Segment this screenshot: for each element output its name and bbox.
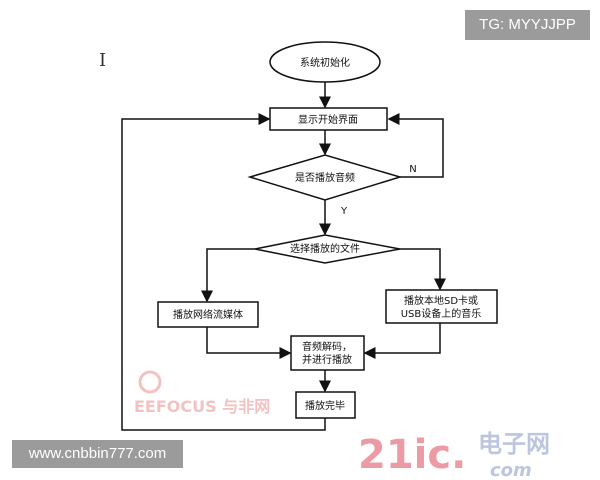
play-local-label-2: USB设备上的音乐: [401, 307, 482, 320]
start-label: 系统初始化: [300, 56, 350, 69]
play-network-node: [157, 301, 259, 328]
decode-label-2: 并进行播放: [302, 353, 352, 366]
decision-select-file-label: 选择播放的文件: [290, 242, 360, 255]
yes-label: Y: [340, 206, 348, 217]
arrow-local-to-decode: [363, 323, 441, 359]
arrow-to-network: [201, 248, 255, 303]
decision-play-audio-label: 是否播放音频: [295, 171, 355, 184]
play-local-label-1: 播放本地SD卡或: [404, 294, 478, 307]
decode-label-1: 音频解码，: [302, 340, 352, 353]
eefocus-watermark-text: EEFOCUS 与非网: [134, 397, 270, 416]
eefocus-logo-icon: [138, 370, 162, 394]
21ic-watermark-cn: 电子网: [478, 430, 550, 458]
play-network-label: 播放网络流媒体: [173, 308, 243, 321]
no-label: N: [409, 164, 416, 175]
show-start-screen-label: 显示开始界面: [298, 113, 358, 126]
text-cursor-icon: I: [99, 50, 107, 71]
play-local-node: [385, 289, 498, 324]
show-start-screen-node: [269, 107, 388, 131]
start-node: [269, 41, 381, 83]
21ic-watermark: 21ic. 电子网 com: [358, 430, 550, 480]
arrow-finish-loop: [121, 113, 326, 431]
tg-badge: TG: MYYJJPP: [465, 10, 590, 40]
21ic-watermark-text: 21ic.: [358, 432, 466, 478]
decision-select-file: [254, 234, 401, 264]
decode-node: [290, 335, 365, 371]
finish-node: [295, 391, 356, 419]
site-badge: www.cnbbin777.com: [12, 440, 183, 468]
arrow-network-to-decode: [206, 327, 292, 359]
finish-label: 播放完毕: [305, 399, 345, 412]
arrow-no-loop: [387, 113, 444, 178]
21ic-watermark-com: com: [490, 460, 532, 480]
arrow-to-local: [400, 248, 446, 291]
decision-play-audio: [247, 154, 403, 201]
eefocus-watermark: EEFOCUS 与非网: [134, 370, 270, 416]
